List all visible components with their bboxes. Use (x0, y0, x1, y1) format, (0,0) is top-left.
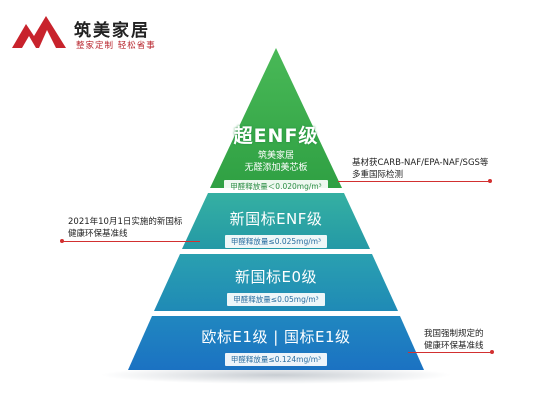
tier-4-limit: 甲醛释放量≤0.124mg/m³ (224, 353, 328, 366)
pyramid-shadow (101, 366, 451, 384)
brand-name: 筑美家居 (74, 21, 150, 41)
tier-top-shape (210, 48, 342, 188)
note-mandatory-leader (408, 352, 492, 353)
note-mandatory-line1: 我国强制规定的 (424, 329, 484, 339)
note-mandatory-line2: 健康环保基准线 (424, 341, 484, 351)
tier-2-title: 新国标ENF级 (229, 210, 323, 228)
tier-top-product: 无醛添加美芯板 (244, 163, 308, 173)
note-certification-line2: 多重国际检测 (352, 170, 404, 180)
note-new-standard-line2: 健康环保基准线 (68, 229, 128, 239)
note-mandatory: 我国强制规定的 健康环保基准线 (424, 328, 484, 352)
tier-4-text: 欧标E1级 | 国标E1级 甲醛释放量≤0.124mg/m³ (128, 326, 424, 366)
tier-3-title: 新国标E0级 (234, 268, 318, 286)
tier-top-limit: 甲醛释放量＜0.020mg/m³ (224, 180, 328, 193)
note-mandatory-dot (490, 350, 494, 354)
brand-slogan: 整家定制 轻松省事 (76, 41, 156, 51)
tier-top-title: 超ENF级 (233, 125, 319, 147)
note-new-standard-line1: 2021年10月1日实施的新国标 (68, 217, 183, 227)
house-mountain-logo-icon (12, 16, 66, 48)
tier-2-text: 新国标ENF级 甲醛释放量≤0.025mg/m³ (182, 208, 370, 248)
note-new-standard-leader (62, 241, 200, 242)
note-certification-dot (488, 179, 492, 183)
brand-logo: 筑美家居 整家定制 轻松省事 (12, 14, 172, 58)
tier-3-limit: 甲醛释放量≤0.05mg/m³ (227, 293, 325, 306)
tier-4-title: 欧标E1级 | 国标E1级 (201, 328, 351, 346)
note-new-standard: 2021年10月1日实施的新国标 健康环保基准线 (68, 216, 182, 240)
note-certification-leader (338, 181, 490, 182)
tier-2-limit: 甲醛释放量≤0.025mg/m³ (224, 235, 328, 248)
note-new-standard-dot (60, 239, 64, 243)
tier-4-shape (128, 316, 424, 370)
note-certification: 基材获CARB-NAF/EPA-NAF/SGS等 多重国际检测 (352, 157, 488, 181)
tier-3-shape (154, 254, 398, 311)
tier-top-text: 超ENF级 筑美家居 无醛添加美芯板 甲醛释放量＜0.020mg/m³ (208, 121, 344, 193)
note-certification-line1: 基材获CARB-NAF/EPA-NAF/SGS等 (352, 158, 489, 168)
tier-top-brand: 筑美家居 (257, 151, 294, 161)
tier-3-text: 新国标E0级 甲醛释放量≤0.05mg/m³ (154, 266, 398, 306)
